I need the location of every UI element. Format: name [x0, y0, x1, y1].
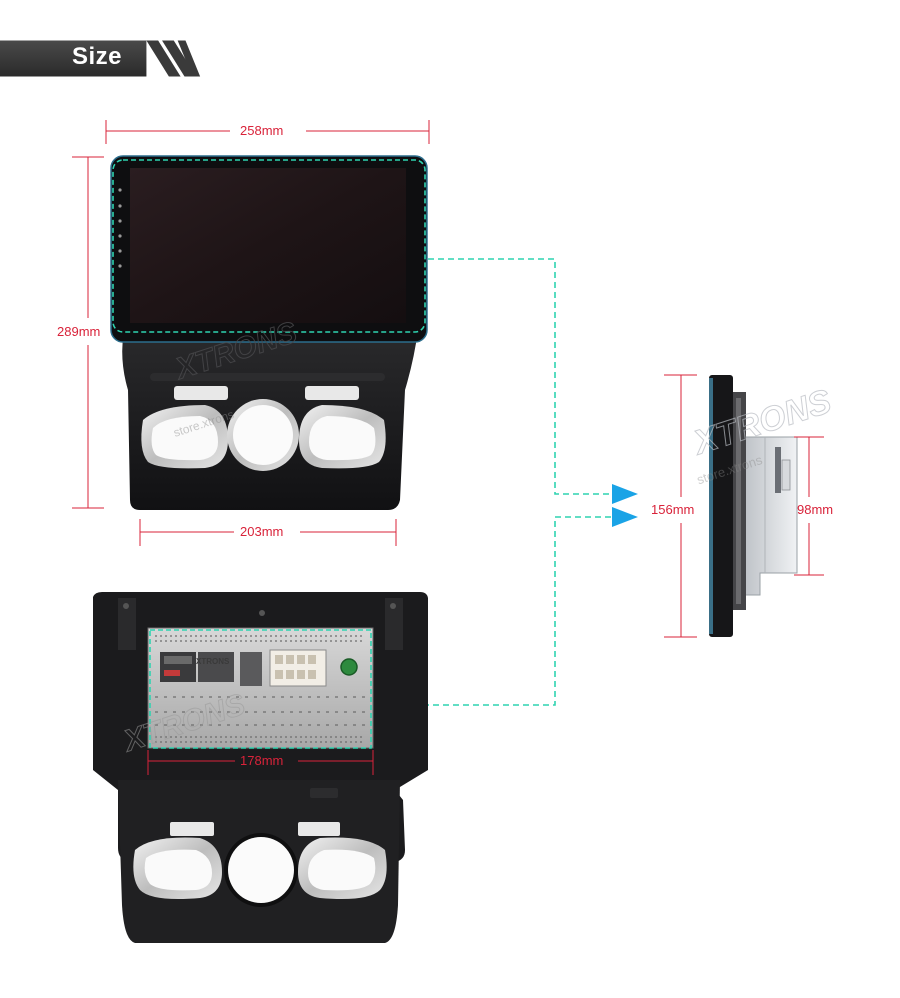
arrow-to-side-bottom	[612, 507, 638, 527]
front-unit: XTRONS store.xtrons	[110, 155, 428, 510]
front-side-buttons	[118, 188, 122, 268]
rear-green-port	[340, 658, 358, 676]
rear-chassis-vents	[155, 635, 365, 743]
dim-chassis-width: 178mm	[240, 753, 284, 768]
rear-connector-2	[198, 652, 234, 682]
front-screen	[130, 168, 406, 323]
dim-side-height: 156mm	[651, 502, 695, 517]
front-vent-right	[305, 386, 359, 400]
section-banner	[0, 40, 201, 77]
dim-side-depth: 98mm	[797, 502, 834, 517]
rear-chassis-guide	[149, 629, 372, 749]
rear-unit: XTRONS XTRONS	[93, 592, 428, 943]
dim-bottom-width: 203mm	[240, 524, 284, 539]
dim-front-width: 258mm	[240, 123, 284, 138]
front-vent-left	[174, 386, 228, 400]
rear-chassis	[147, 627, 374, 749]
rear-chassis-logo: XTRONS	[196, 657, 230, 666]
dim-front-height: 289mm	[57, 324, 101, 339]
arrow-to-side-top	[612, 484, 638, 504]
side-screen-profile	[709, 375, 733, 637]
side-dimension-lines	[664, 374, 824, 638]
guide-lines	[373, 258, 612, 706]
front-dimension-lines	[72, 120, 430, 546]
rear-dimension-lines	[147, 750, 374, 775]
section-title: Size	[72, 43, 123, 70]
front-screen-guide	[112, 159, 426, 333]
